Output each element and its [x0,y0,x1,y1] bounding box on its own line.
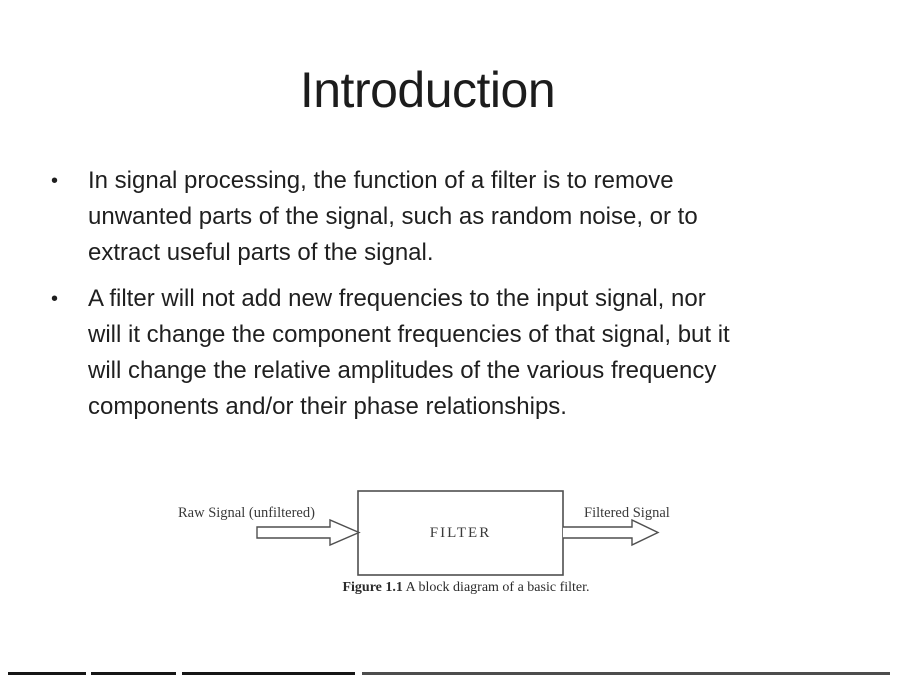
page-title: Introduction [299,62,556,118]
filter-diagram-graphic [256,490,660,576]
bottom-edge-artifact [362,672,890,675]
bottom-edge-artifact [8,672,86,675]
filter-box-shape [357,490,564,576]
bullet-item: • In signal processing, the function of … [51,163,861,271]
bullet-line: In signal processing, the function of a … [88,167,674,194]
input-arrow-icon [256,518,361,547]
bullet-item: • A filter will not add new frequencies … [51,281,861,425]
figure-caption-text: A block diagram of a basic filter. [402,580,590,595]
bullet-line: A filter will not add new frequencies to… [88,285,706,312]
bottom-edge-artifact [182,672,355,675]
figure-caption: Figure 1.1 A block diagram of a basic fi… [300,580,632,596]
output-signal-label: Filtered Signal [584,505,670,521]
input-signal-label: Raw Signal (unfiltered) [178,505,315,521]
bullet-marker: • [51,288,59,310]
bullet-marker: • [51,170,59,192]
bottom-edge-artifact [91,672,176,675]
bullet-text: In signal processing, the function of a … [88,163,861,271]
bullet-list: • In signal processing, the function of … [51,163,861,435]
bullet-line: unwanted parts of the signal, such as ra… [88,203,698,230]
filter-box-label: FILTER [429,524,492,541]
bullet-line: will change the relative amplitudes of t… [88,357,717,384]
output-arrow-icon [563,518,660,547]
figure-caption-number: Figure 1.1 [342,580,403,595]
bullet-line: components and/or their phase relationsh… [88,393,567,420]
bullet-line: will it change the component frequencies… [88,321,730,348]
bullet-line: extract useful parts of the signal. [88,239,434,266]
bullet-text: A filter will not add new frequencies to… [88,281,861,425]
